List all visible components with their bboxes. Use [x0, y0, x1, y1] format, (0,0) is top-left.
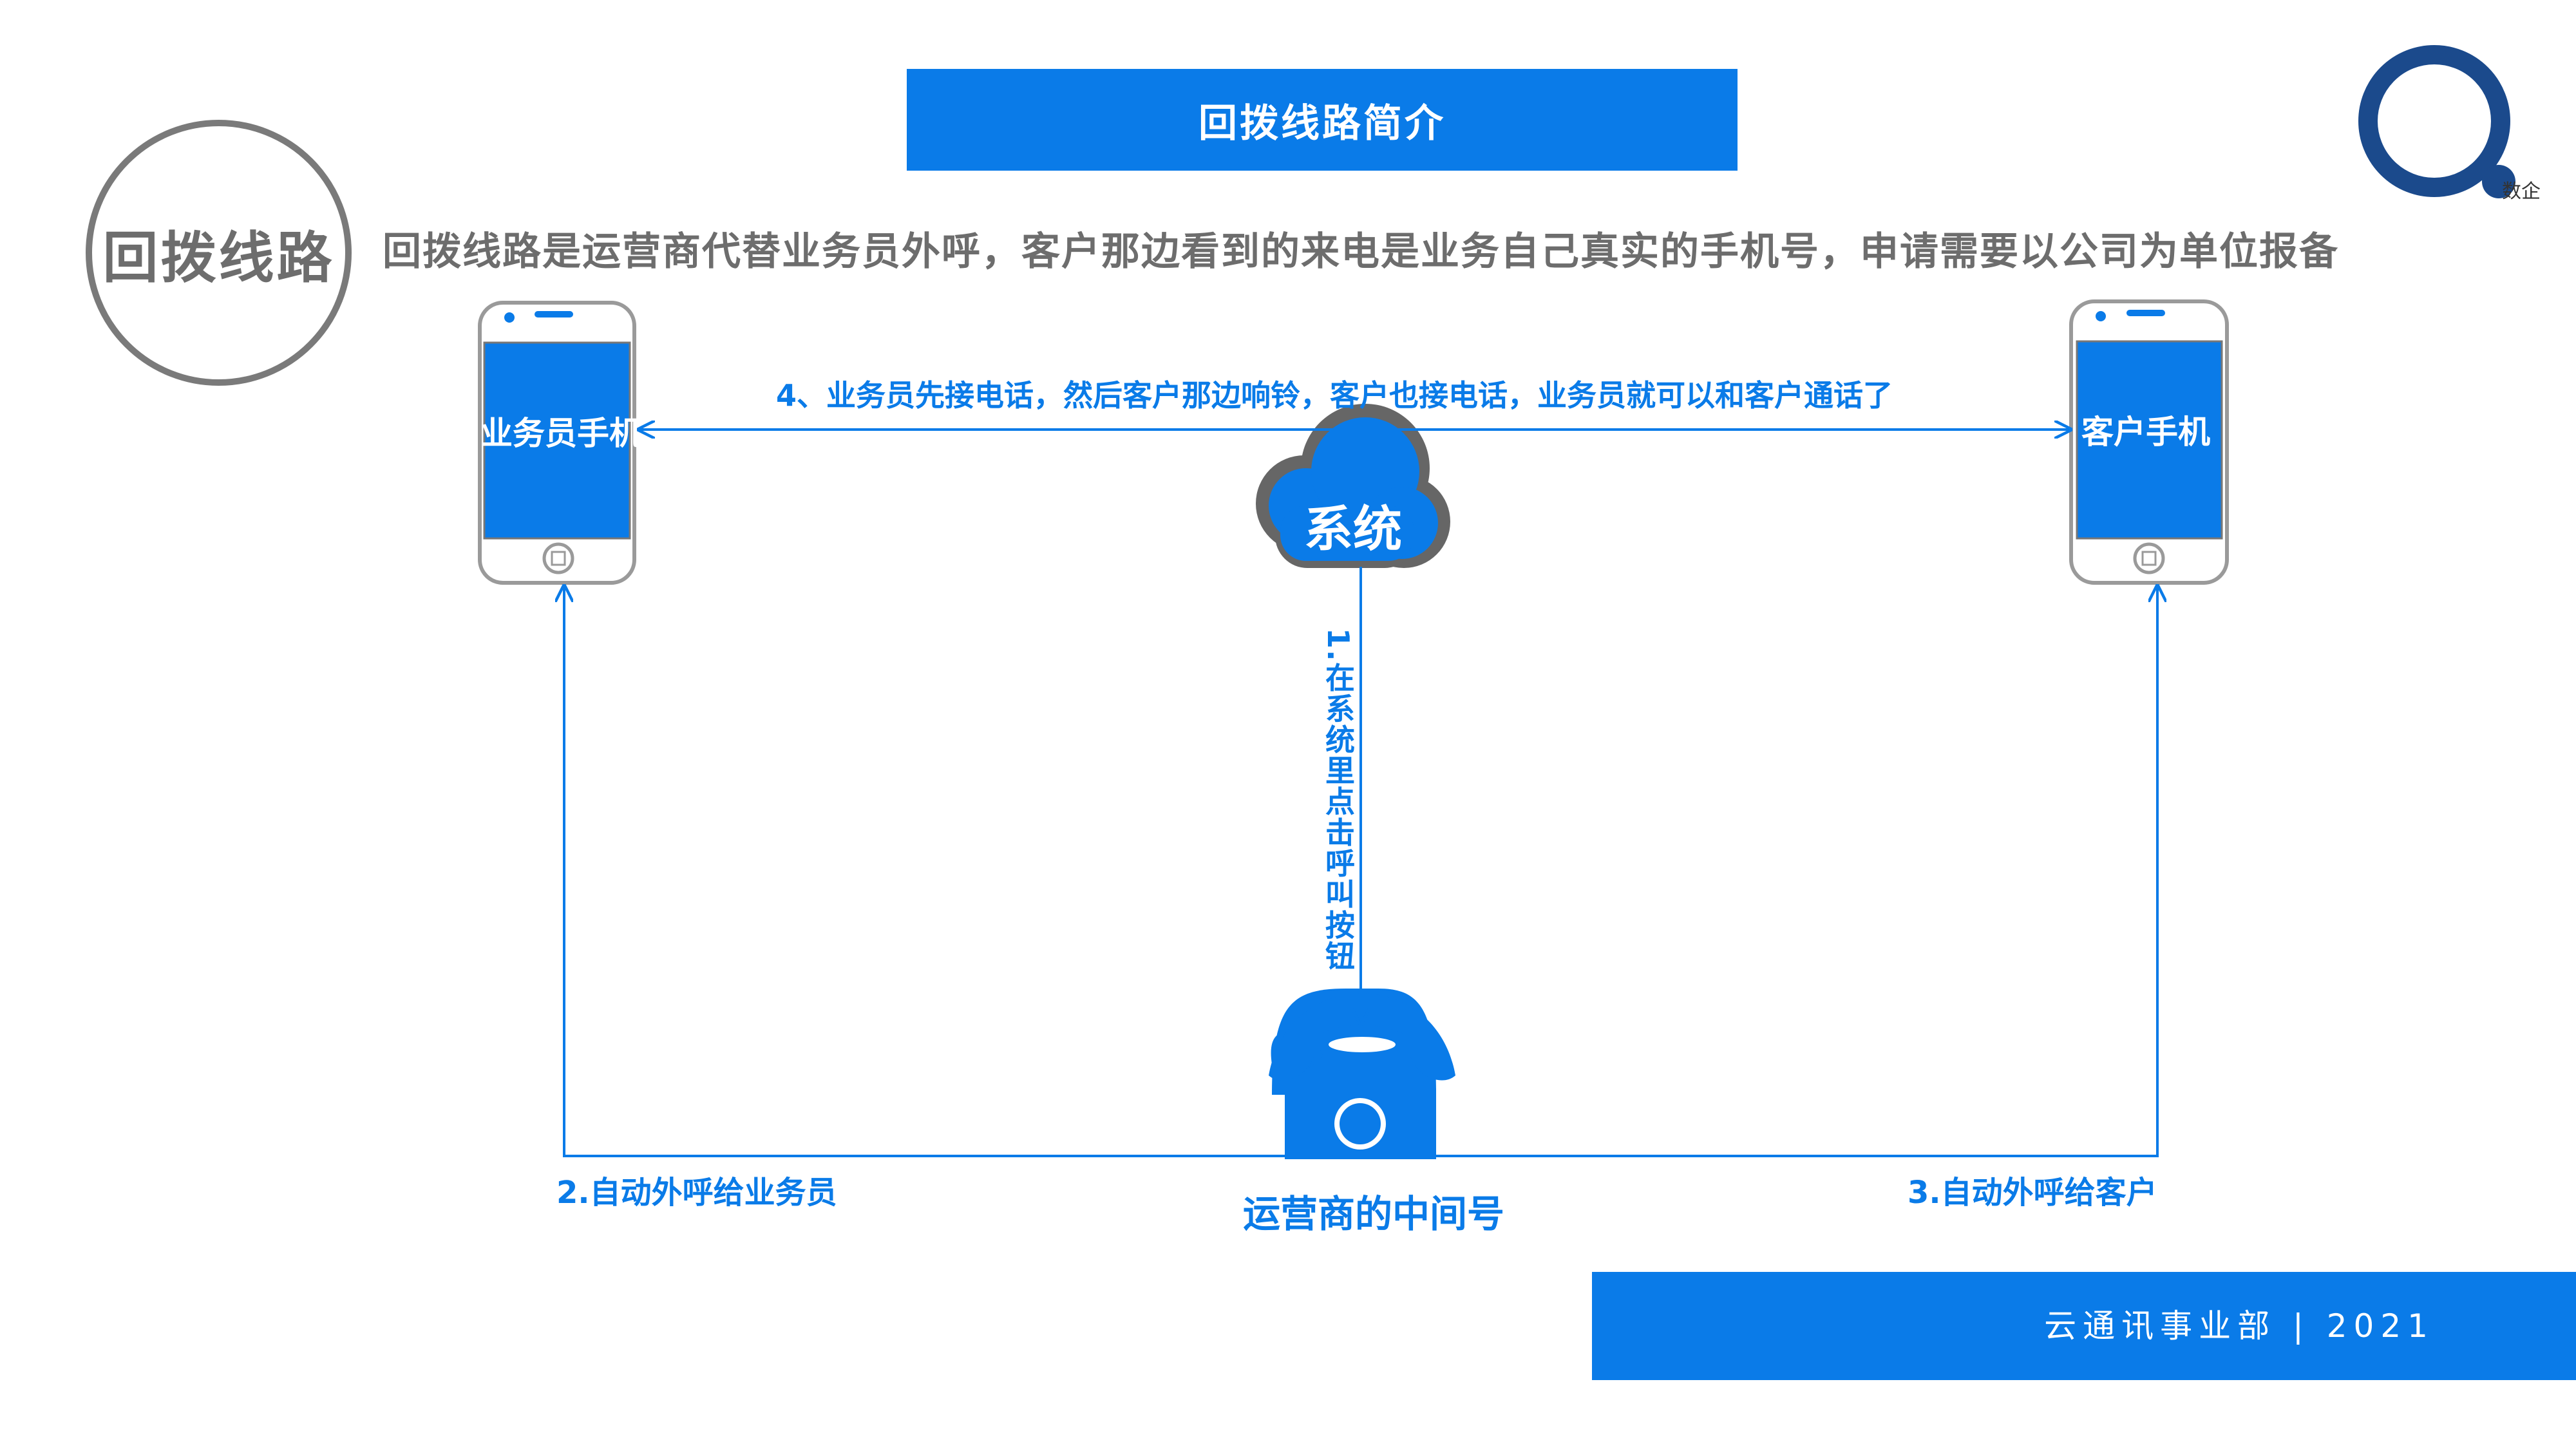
connector-step3	[1436, 586, 2157, 1157]
step1-label: 1.在系统里点击呼叫按钮	[1321, 628, 1356, 972]
header-title: 回拨线路简介	[907, 69, 1738, 171]
sales-phone-label: 业务员手机	[480, 415, 641, 452]
step3-label: 3.自动外呼给客户	[1908, 1175, 2157, 1211]
logo: 数企	[2351, 45, 2544, 213]
system-label: 系统	[1304, 500, 1402, 558]
step2-label: 2.自动外呼给业务员	[556, 1175, 837, 1211]
footer-bar: 云通讯事业部 | 2021	[1592, 1272, 2576, 1380]
client-phone-icon	[2069, 299, 2229, 585]
step4-label: 4、业务员先接电话，然后客户那边响铃，客户也接电话，业务员就可以和客户通话了	[776, 378, 1893, 413]
footer-text: 云通讯事业部 | 2021	[2044, 1307, 2434, 1345]
topic-badge: 回拨线路	[86, 120, 352, 386]
client-phone-label: 客户手机	[2081, 413, 2210, 451]
sales-phone-icon	[478, 301, 636, 585]
logo-label: 数企	[2502, 180, 2541, 203]
connector-step2	[564, 586, 1288, 1157]
trunk-label: 运营商的中间号	[1243, 1192, 1505, 1236]
connectors	[564, 430, 2157, 1157]
intro-text: 回拨线路是运营商代替业务员外呼，客户那边看到的来电是业务自己真实的手机号，申请需…	[383, 229, 2339, 274]
desk-phone-icon	[1269, 989, 1455, 1159]
q-logo-icon: 数企	[2358, 45, 2541, 203]
